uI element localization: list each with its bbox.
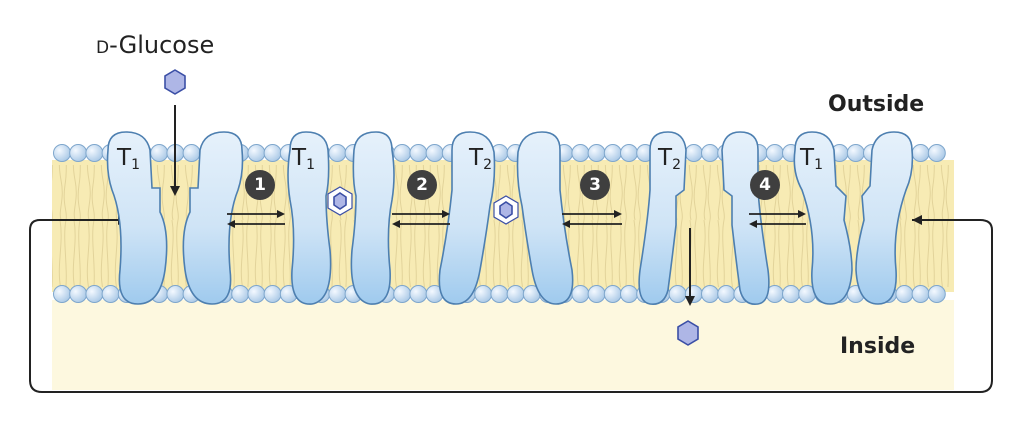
- lipid-head: [620, 144, 638, 162]
- transporter-1-left: [106, 131, 168, 305]
- loop-arrowhead-right: [912, 215, 922, 225]
- lipid-head: [409, 285, 428, 303]
- lipid-head: [474, 285, 493, 303]
- lipid-head: [393, 144, 412, 162]
- transporter-4-left: [638, 131, 687, 306]
- inside-label: Inside: [840, 334, 916, 359]
- transporter-1-right: [182, 131, 244, 305]
- lipid-head: [263, 285, 282, 303]
- lipid-head: [53, 144, 71, 162]
- lipid-head: [182, 144, 201, 162]
- lipid-head: [571, 144, 590, 162]
- lipid-head: [53, 285, 71, 303]
- lipid-head: [927, 144, 946, 162]
- equilibrium-arrows: [227, 210, 806, 228]
- lipid-head: [69, 285, 88, 303]
- transporter-5-left: [793, 131, 853, 305]
- lipid-head: [684, 144, 703, 162]
- transporter-5-right: [855, 131, 914, 305]
- lipid-head: [393, 285, 412, 303]
- step-badge-2: 2: [407, 170, 437, 200]
- lipid-head: [69, 144, 88, 162]
- lipid-head: [846, 144, 865, 162]
- transporter-2-left: [287, 131, 332, 305]
- glucose-bound-t1-icon: [333, 192, 347, 210]
- outside-label: Outside: [828, 92, 925, 117]
- transporter-2-right: [350, 131, 395, 305]
- lipid-head: [911, 285, 930, 303]
- lipid-head: [409, 144, 428, 162]
- step-badge-4: 4: [750, 170, 780, 200]
- lipid-head: [571, 285, 590, 303]
- lipid-head: [701, 285, 719, 303]
- cycle-loop-line: [29, 219, 993, 393]
- lipid-head: [150, 144, 169, 162]
- lipid-head: [895, 285, 914, 303]
- lipid-head: [587, 285, 606, 303]
- lipid-head: [668, 285, 687, 303]
- lipid-head: [717, 285, 736, 303]
- glucose-label: D-Glucose: [96, 31, 215, 59]
- exit-arrowhead: [685, 296, 695, 306]
- lipid-head: [782, 285, 800, 303]
- lipid-head: [587, 144, 606, 162]
- step-badge-1: 1: [245, 170, 275, 200]
- lipid-head: [490, 285, 509, 303]
- lipid-head: [603, 144, 622, 162]
- equilibrium-arrow-1: [227, 210, 285, 228]
- transporters-layer: [106, 131, 914, 306]
- lipid-head: [701, 144, 719, 162]
- lipid-head: [263, 144, 282, 162]
- lipid-head: [425, 144, 444, 162]
- lipid-head: [231, 285, 250, 303]
- cytoplasm-region: [52, 300, 954, 390]
- lipid-head: [101, 285, 120, 303]
- lipid-head: [247, 285, 266, 303]
- lipid-head: [506, 285, 525, 303]
- entry-arrowhead: [170, 186, 180, 196]
- transporter-label-4: T2: [658, 145, 681, 173]
- lipid-head: [911, 144, 930, 162]
- lipid-head: [927, 285, 946, 303]
- lipid-head: [620, 285, 638, 303]
- equilibrium-arrow-4: [749, 210, 806, 228]
- glucose-molecules: [164, 69, 699, 346]
- transporter-label-3: T2: [469, 145, 492, 173]
- lipid-head: [328, 285, 347, 303]
- equilibrium-arrow-2: [392, 210, 450, 228]
- step-badge-3: 3: [580, 170, 610, 200]
- equilibrium-arrow-3: [562, 210, 622, 228]
- lipid-head: [765, 144, 784, 162]
- lipid-head: [166, 285, 185, 303]
- lipid-head: [85, 144, 104, 162]
- glucose-bound-t2-icon: [499, 201, 513, 219]
- lipid-head: [603, 285, 622, 303]
- lipid-head: [247, 144, 266, 162]
- transporter-label-1: T1: [117, 145, 140, 173]
- lipid-head: [328, 144, 347, 162]
- transporter-label-5: T1: [800, 145, 823, 173]
- transporter-label-2: T1: [292, 145, 315, 173]
- lipid-head: [85, 285, 104, 303]
- glucose-outside-icon: [164, 69, 186, 95]
- glucose-inside-icon: [677, 320, 699, 346]
